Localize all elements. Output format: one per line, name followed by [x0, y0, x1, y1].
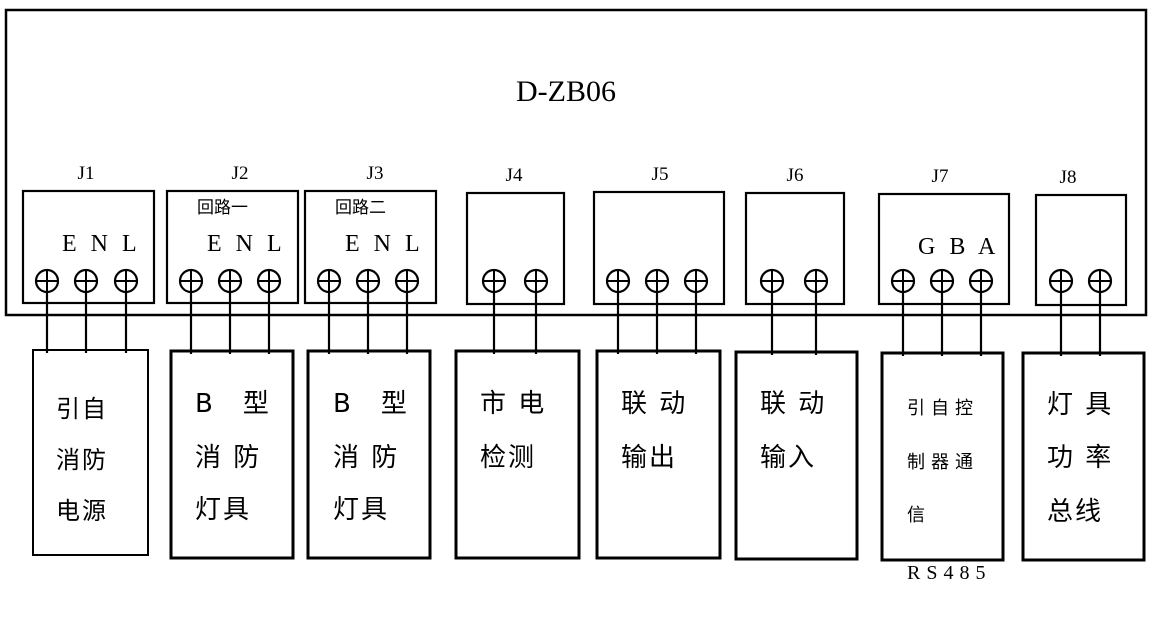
target-box — [306, 349, 432, 560]
pin-labels: E N L — [345, 231, 424, 257]
pin-labels: E N L — [207, 231, 286, 257]
target-label-line: 消 防 — [333, 443, 399, 473]
target-label-line: 电源 — [56, 497, 108, 525]
target-label-line: 检测 — [480, 443, 536, 473]
target-box — [169, 349, 295, 560]
target-label-line: 市 电 — [480, 389, 546, 419]
target-label-line: 消 防 — [195, 443, 261, 473]
target-label-line: 总线 — [1047, 497, 1103, 527]
circuit-label: 回路一 — [197, 198, 248, 218]
target-label-line: 消防 — [56, 446, 108, 474]
terminal-block — [465, 191, 566, 306]
target-label-line: 信 — [907, 505, 931, 526]
target-label-line: RS485 — [907, 562, 991, 584]
target-label-line: 灯具 — [195, 495, 251, 525]
connector-j8: J8 灯 具功 率总线 — [1021, 167, 1146, 562]
connector-id-label: J2 — [232, 163, 249, 184]
target-label-line: B 型 — [195, 389, 271, 419]
target-box — [734, 350, 859, 561]
connector-id-label: J8 — [1060, 167, 1077, 188]
connector-id-label: J1 — [78, 163, 95, 184]
terminal-block — [1034, 193, 1128, 307]
target-label-line: 输出 — [621, 443, 677, 473]
connector-j2: J2 回路一 E N L B 型消 防灯具 — [165, 163, 300, 560]
target-label-line: 输入 — [760, 443, 816, 473]
terminal-block — [303, 189, 438, 305]
terminal-block — [165, 189, 300, 305]
terminal-block — [21, 189, 156, 305]
target-box — [454, 349, 581, 560]
device-model-label: D-ZB06 — [516, 75, 616, 108]
target-label-line: B 型 — [333, 389, 409, 419]
target-label-line: 联 动 — [621, 389, 687, 419]
terminal-block — [744, 191, 846, 306]
connector-j5: J5 联 动输出 — [592, 164, 726, 560]
target-box — [880, 351, 1005, 562]
terminal-block — [592, 190, 726, 306]
connector-id-label: J7 — [932, 166, 949, 187]
pin-labels: G B A — [918, 234, 999, 260]
target-label-line: 功 率 — [1047, 443, 1113, 473]
connector-id-label: J6 — [787, 165, 804, 186]
device-frame — [4, 8, 1148, 317]
target-box — [1021, 351, 1146, 562]
target-label-line: 引自 — [56, 395, 108, 423]
target-label-line: 联 动 — [760, 389, 826, 419]
target-label-line: 灯具 — [333, 495, 389, 525]
target-box — [32, 349, 149, 556]
target-box — [595, 349, 722, 560]
connector-j6: J6 联 动输入 — [734, 165, 859, 561]
target-label-line: 引自控 — [907, 398, 979, 419]
connector-j4: J4 市 电检测 — [454, 165, 581, 560]
connector-id-label: J4 — [506, 165, 523, 186]
connector-id-label: J5 — [652, 164, 669, 185]
circuit-label: 回路二 — [335, 198, 386, 218]
pin-labels: E N L — [62, 231, 141, 257]
target-label-line: 灯 具 — [1047, 390, 1113, 420]
connector-id-label: J3 — [367, 163, 384, 184]
terminal-block — [877, 192, 1011, 306]
target-label-line: 制器通 — [907, 452, 979, 473]
connector-j3: J3 回路二 E N L B 型消 防灯具 — [303, 163, 438, 560]
